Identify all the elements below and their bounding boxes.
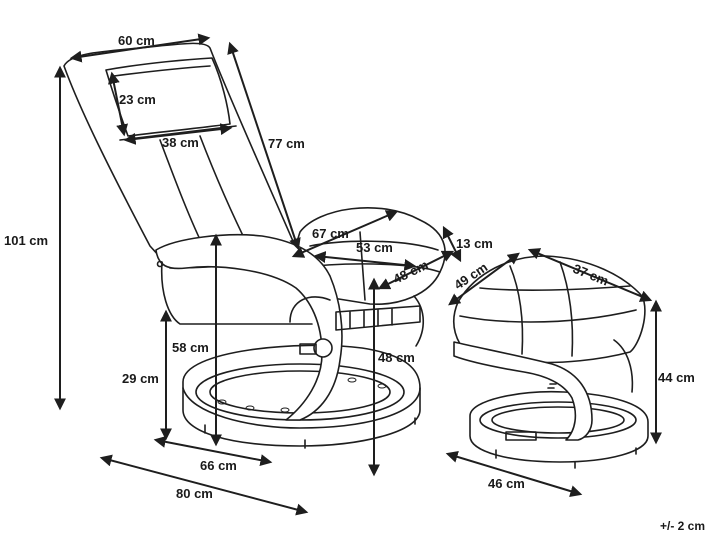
dimension-lines <box>54 33 662 516</box>
dim-seat-width <box>291 210 399 258</box>
label-ottoman-height: 44 cm <box>658 370 695 385</box>
dim-backrest <box>227 41 301 251</box>
label-seat-width: 67 cm <box>312 226 349 241</box>
dim-headrest-width <box>123 123 233 145</box>
dim-total-depth <box>99 454 309 516</box>
label-backrest-length: 77 cm <box>268 136 305 151</box>
label-base-depth: 66 cm <box>200 458 237 473</box>
dim-ottoman-base <box>445 451 583 497</box>
label-seat-depth: 53 cm <box>356 240 393 255</box>
label-tolerance: +/- 2 cm <box>660 519 705 533</box>
label-total-height: 101 cm <box>4 233 48 248</box>
label-ottoman-base: 46 cm <box>488 476 525 491</box>
label-total-depth: 80 cm <box>176 486 213 501</box>
label-seat-height: 48 cm <box>378 350 415 365</box>
label-width-top: 60 cm <box>118 33 155 48</box>
dim-seat-front <box>377 250 455 290</box>
dim-ottoman-depth <box>448 252 520 306</box>
dim-headrest-height <box>107 71 129 137</box>
chair-mechanism <box>299 295 425 358</box>
dim-ottoman-width <box>527 248 653 302</box>
ottoman-leg <box>453 339 634 441</box>
label-base-height: 29 cm <box>122 371 159 386</box>
ottoman-base <box>469 390 649 469</box>
label-armrest-height: 58 cm <box>172 340 209 355</box>
label-cushion-thickness: 13 cm <box>456 236 493 251</box>
label-headrest-width: 38 cm <box>162 135 199 150</box>
dim-width-top <box>69 33 211 63</box>
label-headrest-height: 23 cm <box>119 92 156 107</box>
